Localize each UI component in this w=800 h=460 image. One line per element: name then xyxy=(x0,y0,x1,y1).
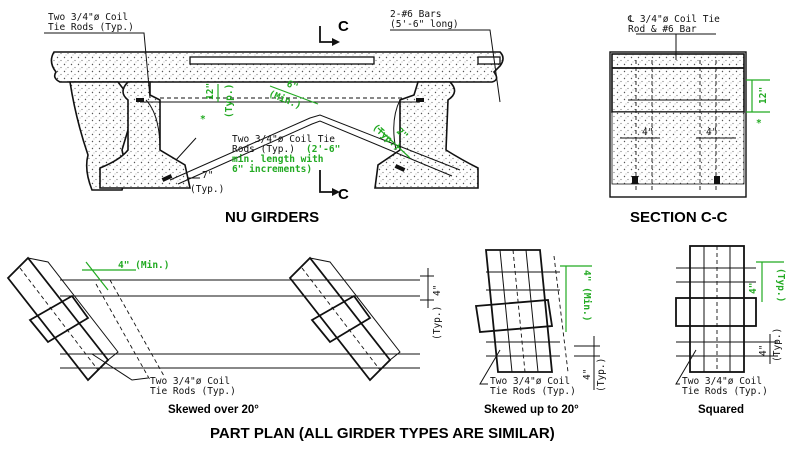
part-plan-title: PART PLAN (ALL GIRDER TYPES ARE SIMILAR) xyxy=(210,425,555,442)
dim-6-line xyxy=(269,85,319,105)
plan3-note-line2: Tie Rods (Typ.) xyxy=(682,386,768,397)
dim-7-text: 7" xyxy=(202,170,213,181)
plan1-diaphragm-left xyxy=(28,294,90,344)
section-girder xyxy=(611,111,745,185)
section-cut-top xyxy=(319,26,332,43)
plan3-dim-4b: 4" xyxy=(758,345,769,356)
leader-rods xyxy=(44,32,151,99)
section-arrow-bottom xyxy=(332,188,340,196)
note-mid-green-line3: 6" increments) xyxy=(232,164,312,175)
note-bars-line2: (5'-6" long) xyxy=(390,19,459,30)
plan1-skew-dash-2 xyxy=(109,279,165,377)
rod-end-3 xyxy=(161,174,173,182)
center-left-girder xyxy=(99,81,191,189)
plan2-note-line2: Tie Rods (Typ.) xyxy=(490,386,576,397)
nu-girders-title: NU GIRDERS xyxy=(225,209,319,226)
plan1-girder-right-edge xyxy=(309,257,401,361)
note-rods-line2: Tie Rods (Typ.) xyxy=(48,22,134,33)
plan1-note-line1: Two 3/4"ø Coil xyxy=(150,376,230,387)
note-rods-line1: Two 3/4"ø Coil xyxy=(48,12,128,23)
plan2-girder-center xyxy=(512,249,526,373)
leader-mid xyxy=(175,137,197,161)
plan2-subtitle: Skewed up to 20° xyxy=(484,404,579,416)
plan1-note-line2: Tie Rods (Typ.) xyxy=(150,386,236,397)
plan1-dim-4min: 4" (Min.) xyxy=(118,260,169,271)
plan2-girder-edge-2 xyxy=(525,249,539,373)
leader-bars xyxy=(390,29,501,103)
plan3-subtitle: Squared xyxy=(698,404,744,416)
rod-end-4 xyxy=(394,164,406,172)
section-cc: 4" 4" ℄ 3/4"ø Coil Tie Rod & #6 Bar 12" … xyxy=(609,14,770,226)
section-concrete xyxy=(611,53,745,113)
tie-rod-diagonal xyxy=(169,114,461,181)
section-note-line2: Rod & #6 Bar xyxy=(628,24,697,35)
plan3-diaphragm xyxy=(675,297,757,327)
deck-slab xyxy=(50,51,504,83)
plan3-dim-typb: (Typ.) xyxy=(772,328,783,362)
section-arrow-top xyxy=(332,38,340,46)
plan1-girder-left-center xyxy=(19,267,99,371)
void-outline-right xyxy=(393,99,401,151)
plan1-subtitle: Skewed over 20° xyxy=(168,404,259,416)
nu-girders-section: C C Two 3/4"ø Coil Tie Rods (Typ.) 2-#6 … xyxy=(44,9,504,226)
void-outline-left xyxy=(145,99,161,151)
note-mid-green-line1: (2'-6" xyxy=(306,144,340,155)
plan3-dim-4: 4" xyxy=(748,283,759,294)
note-bars-line1: 2-#6 Bars xyxy=(390,9,441,20)
section-letter-bottom: C xyxy=(338,186,349,203)
section-dim-4a: 4" xyxy=(642,127,653,138)
rod-end-2 xyxy=(416,98,424,102)
asterisk-nu: * xyxy=(200,114,206,125)
section-letter-top: C xyxy=(338,18,349,35)
center-right-girder xyxy=(374,81,479,189)
note-mid-green-line2: min. length with xyxy=(232,154,324,165)
plan1-dim-4: 4" xyxy=(432,285,443,296)
plan-squared: 4" (Typ.) 4" (Typ.) Two 3/4"ø Coil Tie R… xyxy=(675,245,786,416)
section-anchor-1 xyxy=(632,176,638,184)
center-plate xyxy=(189,56,375,65)
plan3-note-line1: Two 3/4"ø Coil xyxy=(682,376,762,387)
plan2-girder-outline xyxy=(485,249,553,373)
plan2-skew-dash xyxy=(553,255,569,373)
plan2-diaphragm xyxy=(474,299,554,333)
plan1-dim-typ: (Typ.) xyxy=(432,306,443,340)
plan2-girder-edge-1 xyxy=(499,249,513,373)
plan2-dim-4: 4" xyxy=(582,369,593,380)
plan1-diaphragm-right xyxy=(310,294,372,344)
dim-7-typ: (Typ.) xyxy=(190,184,224,195)
plan1-leader xyxy=(91,353,149,381)
note-mid-black-line2: Rods (Typ.) xyxy=(232,144,295,155)
plan-skewed-over-20: 4" (Min.) 4" (Typ.) Two 3/4"ø Coil Tie R… xyxy=(6,256,443,416)
edge-plate xyxy=(477,56,501,65)
plan1-dim-4min-leader xyxy=(85,261,109,291)
plan1-girder-right-outer xyxy=(288,256,392,382)
plan1-girder-left-outer xyxy=(6,256,110,382)
section-asterisk: * xyxy=(756,118,762,129)
plan2-dim-typ: (Typ.) xyxy=(596,358,607,392)
plan1-girder-left-edge xyxy=(27,257,119,361)
dim-12-typ: (Typ.) xyxy=(224,84,235,118)
section-cc-title: SECTION C-C xyxy=(630,209,728,226)
tie-rod-diagonal-inner xyxy=(177,120,453,185)
rod-end-1 xyxy=(136,98,144,102)
plan2-dim-4min: 4" (Min.) xyxy=(581,270,592,321)
plan2-note-line1: Two 3/4"ø Coil xyxy=(490,376,570,387)
section-cut-bottom xyxy=(319,170,332,193)
section-anchor-2 xyxy=(714,176,720,184)
plan3-dim-typ: (Typ.) xyxy=(775,268,786,302)
plan-skewed-up-to-20: 4" (Min.) 4" (Typ.) Two 3/4"ø Coil Tie R… xyxy=(474,249,607,416)
dim-2-line xyxy=(377,127,411,159)
section-dim-4b: 4" xyxy=(706,127,717,138)
section-dim-12: 12" xyxy=(758,87,769,104)
plan3-leader xyxy=(675,349,697,385)
section-note-line1: ℄ 3/4"ø Coil Tie xyxy=(627,14,720,25)
note-mid-black-line1: Two 3/4"ø Coil Tie xyxy=(232,134,335,145)
plan1-skew-dash-1 xyxy=(95,283,151,381)
plan1-girder-right-center xyxy=(301,267,381,371)
dim-6-text: 6" xyxy=(285,79,300,93)
plan2-leader xyxy=(479,349,501,385)
dim-12-text: 12" xyxy=(205,83,216,100)
